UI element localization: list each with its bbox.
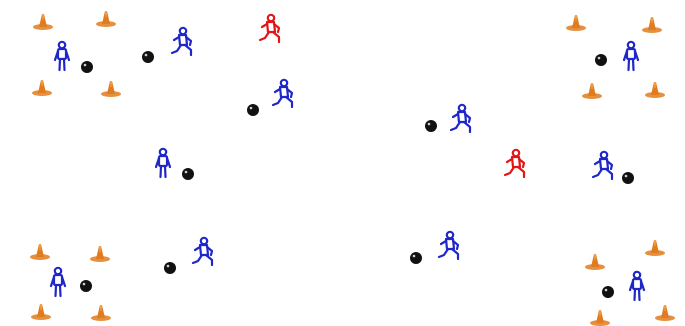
training-cone-icon [33, 14, 53, 30]
cone-layer [30, 11, 675, 326]
attacker-player-icon [51, 268, 65, 296]
training-cone-icon [101, 81, 121, 97]
attacker-player-icon [593, 152, 612, 179]
soccer-ball-icon [622, 172, 634, 184]
training-cone-icon [90, 246, 110, 262]
training-cone-icon [91, 305, 111, 321]
soccer-ball-icon [182, 168, 194, 180]
soccer-ball-icon [595, 54, 607, 66]
attacker-player-icon [193, 238, 212, 265]
training-cone-icon [590, 310, 610, 326]
soccer-ball-icon [247, 104, 259, 116]
training-cone-icon [655, 305, 675, 321]
training-cone-icon [31, 304, 51, 320]
attacker-player-icon [156, 149, 170, 177]
training-cone-icon [32, 80, 52, 96]
training-cone-icon [585, 254, 605, 270]
ball-layer [80, 51, 634, 298]
training-cone-icon [96, 11, 116, 27]
training-cone-icon [30, 244, 50, 260]
attacker-player-icon [624, 42, 638, 70]
soccer-ball-icon [80, 280, 92, 292]
attacker-player-icon [55, 42, 69, 70]
training-cone-icon [645, 82, 665, 98]
attacker-player-icon [451, 105, 470, 132]
training-cone-icon [642, 17, 662, 33]
training-cone-icon [566, 15, 586, 31]
attacker-player-icon [439, 232, 458, 259]
training-cone-icon [645, 240, 665, 256]
soccer-ball-icon [602, 286, 614, 298]
defender-player-icon [260, 15, 279, 42]
soccer-ball-icon [142, 51, 154, 63]
soccer-ball-icon [164, 262, 176, 274]
soccer-ball-icon [410, 252, 422, 264]
player-layer [51, 15, 644, 300]
soccer-ball-icon [81, 61, 93, 73]
attacker-player-icon [172, 28, 191, 55]
defender-player-icon [505, 150, 524, 177]
training-cone-icon [582, 83, 602, 99]
soccer-ball-icon [425, 120, 437, 132]
attacker-player-icon [273, 80, 292, 107]
attacker-player-icon [630, 272, 644, 300]
